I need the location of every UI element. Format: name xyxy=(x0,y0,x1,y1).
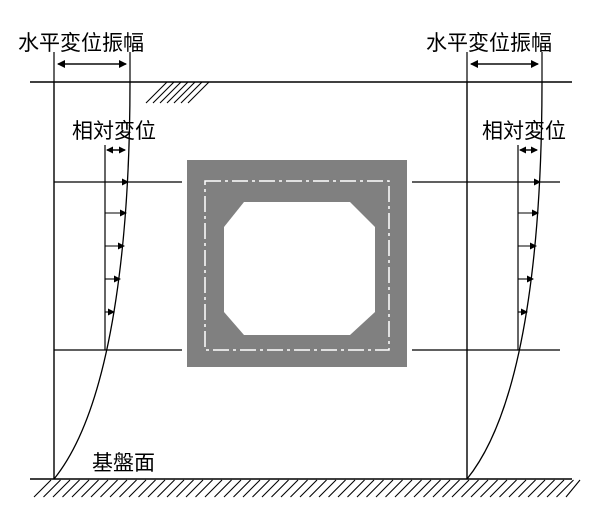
structure-opening xyxy=(224,202,375,335)
relative-dimension-left xyxy=(104,145,126,350)
relative-label-left: 相対変位 xyxy=(72,119,156,143)
base-hatch xyxy=(33,479,581,498)
amplitude-dimension-right xyxy=(466,52,543,82)
relative-arrows-left xyxy=(105,178,129,316)
surface-hatch xyxy=(145,81,210,104)
base-label: 基盤面 xyxy=(92,451,155,475)
relative-dimension-right xyxy=(517,145,538,350)
relative-label-right: 相対変位 xyxy=(482,119,566,143)
amplitude-label-left: 水平変位振幅 xyxy=(18,31,144,55)
displacement-curve-left xyxy=(53,81,131,480)
displacement-curve-right xyxy=(466,81,543,480)
structure-centerline xyxy=(204,180,390,351)
amplitude-dimension-left xyxy=(53,52,131,82)
box-structure xyxy=(187,160,407,367)
amplitude-label-right: 水平変位振幅 xyxy=(426,31,552,55)
relative-arrows-right xyxy=(518,178,541,316)
